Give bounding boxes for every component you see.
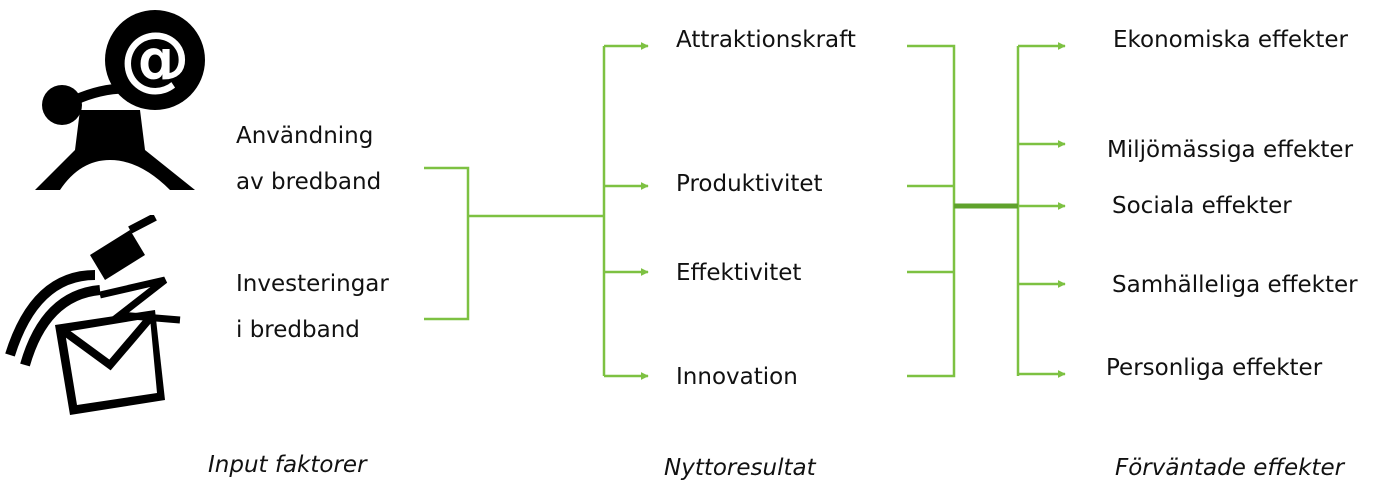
effect-label-personliga: Personliga effekter xyxy=(1106,355,1323,381)
plug-envelope-icon xyxy=(5,215,181,415)
input-label-investeringar: Investeringar i bredband xyxy=(236,261,389,353)
input-label-anvandning: Användning av bredband xyxy=(236,113,381,205)
input-label-line: Investeringar xyxy=(236,271,389,297)
person-email-icon: @ xyxy=(35,10,205,190)
effect-label-ekonomiska: Ekonomiska effekter xyxy=(1113,27,1348,53)
input-label-line: av bredband xyxy=(236,169,382,195)
effect-label-samhalleliga: Samhälleliga effekter xyxy=(1112,272,1358,298)
results-bracket xyxy=(907,44,956,378)
result-label-effektivitet: Effektivitet xyxy=(676,260,802,286)
column-title-results: Nyttoresultat xyxy=(664,455,816,481)
result-label-produktivitet: Produktivitet xyxy=(676,171,823,197)
column-title-effects: Förväntade effekter xyxy=(1115,455,1345,481)
result-label-innovation: Innovation xyxy=(676,364,798,390)
input-bracket xyxy=(424,166,470,321)
effect-label-sociala: Sociala effekter xyxy=(1112,193,1292,219)
svg-text:@: @ xyxy=(120,17,190,99)
result-label-attraktionskraft: Attraktionskraft xyxy=(676,27,856,53)
column-title-inputs: Input faktorer xyxy=(208,452,367,478)
input-label-line: i bredband xyxy=(236,317,360,343)
effect-label-miljomassiga: Miljömässiga effekter xyxy=(1107,137,1354,163)
input-label-line: Användning xyxy=(236,123,374,149)
